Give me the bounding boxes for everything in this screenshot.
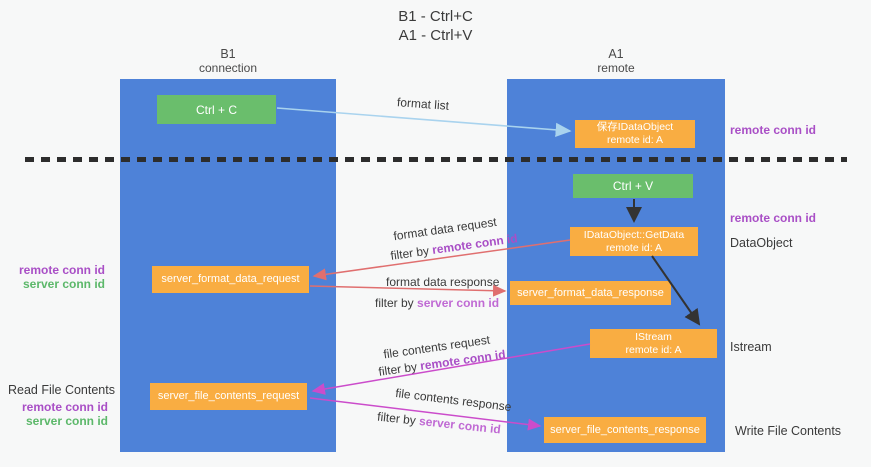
flow-filter-format-response: filter by server conn id <box>375 296 499 310</box>
right-label-remote-conn-id-top: remote conn id <box>730 123 817 137</box>
node-server-file-contents-request-label: server_file_contents_request <box>157 390 300 402</box>
node-idataobject-getdata: IDataObject::GetData remote id: A <box>570 227 698 256</box>
flow-label-format-data-response: format data response <box>386 275 500 289</box>
left-label-read-file-contents: Read File Contents <box>7 383 115 397</box>
filter-keyword-server-conn-id: server conn id <box>417 296 500 310</box>
title-line-1: B1 - Ctrl+C <box>398 8 473 25</box>
left-label-format-conn-ids: remote conn id server conn id <box>19 263 105 291</box>
title-line-2: A1 - Ctrl+V <box>398 27 473 44</box>
left-column-name: B1 <box>220 47 236 61</box>
left-label-file-conn-ids: remote conn id server conn id <box>22 400 108 428</box>
node-server-format-data-response: server_format_data_response <box>510 281 671 305</box>
right-label-remote-conn-id-mid: remote conn id <box>730 211 817 225</box>
node-idataobject-getdata-line1: IDataObject::GetData <box>583 228 685 241</box>
flow-filter-file-response: filter by server conn id <box>377 410 502 437</box>
filter-prefix: filter by <box>376 409 417 428</box>
right-label-dataobject: DataObject <box>730 236 793 250</box>
node-server-format-data-response-label: server_format_data_response <box>517 286 664 299</box>
node-istream-line2: remote id: A <box>625 343 682 356</box>
node-ctrl-c: Ctrl + C <box>157 95 276 124</box>
node-save-dataobject-line2: remote id: A <box>606 134 664 146</box>
node-server-format-data-request-label: server_format_data_request <box>161 273 300 285</box>
node-server-file-contents-response: server_file_contents_response <box>544 417 706 443</box>
node-server-file-contents-request: server_file_contents_request <box>150 383 307 410</box>
filter-prefix: filter by <box>377 359 418 379</box>
flow-label-format-list: format list <box>396 95 450 113</box>
node-ctrl-v-label: Ctrl + V <box>612 179 654 193</box>
node-istream-line1: IStream <box>635 330 672 343</box>
node-server-file-contents-response-label: server_file_contents_response <box>550 423 700 436</box>
right-column-name: A1 <box>608 47 624 61</box>
node-server-format-data-request: server_format_data_request <box>152 266 309 293</box>
filter-keyword-server-conn-id: server conn id <box>418 413 502 437</box>
flow-label-file-contents-response: file contents response <box>394 385 513 415</box>
right-label-istream: Istream <box>730 340 772 354</box>
diagram-title: B1 - Ctrl+C A1 - Ctrl+V <box>0 7 871 45</box>
left-label-server-conn-id: server conn id <box>25 414 108 428</box>
left-label-remote-conn-id: remote conn id <box>18 263 105 277</box>
filter-prefix: filter by <box>389 243 430 263</box>
node-save-dataobject-line1: 保存IDataObject <box>596 121 674 133</box>
node-ctrl-c-label: Ctrl + C <box>195 102 237 117</box>
right-column-subtitle: remote <box>597 61 635 75</box>
node-save-dataobject: 保存IDataObject remote id: A <box>575 120 695 148</box>
node-ctrl-v: Ctrl + V <box>573 174 693 198</box>
right-column-header: A1 remote <box>507 47 725 75</box>
node-istream: IStream remote id: A <box>590 329 717 358</box>
filter-prefix: filter by <box>375 296 414 310</box>
left-column-subtitle: connection <box>198 61 258 75</box>
left-column-header: B1 connection <box>120 47 336 75</box>
left-label-server-conn-id: server conn id <box>22 277 105 291</box>
phase-divider-dashed-line <box>25 157 847 162</box>
right-label-write-file-contents: Write File Contents <box>735 424 842 438</box>
node-idataobject-getdata-line2: remote id: A <box>605 241 663 254</box>
left-label-remote-conn-id: remote conn id <box>21 400 108 414</box>
